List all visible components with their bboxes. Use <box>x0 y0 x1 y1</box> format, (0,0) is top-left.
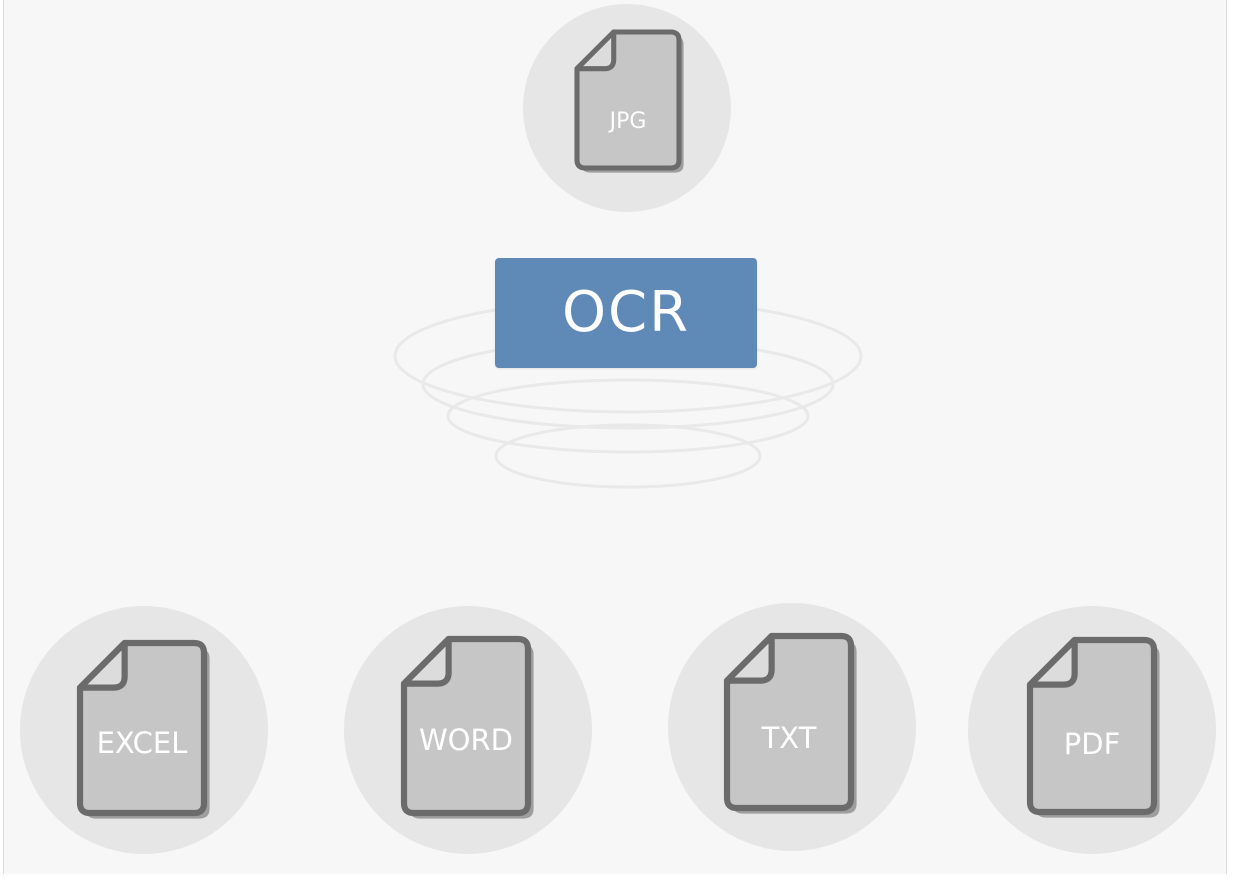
file-format-label: WORD <box>419 723 513 757</box>
file-format-label: PDF <box>1064 727 1121 761</box>
ripple-ring <box>446 378 810 454</box>
file-format-label: TXT <box>761 721 817 755</box>
document-corner-fold <box>400 635 452 687</box>
document-icon: PDF <box>1026 636 1160 818</box>
file-format-label: EXCEL <box>97 726 188 760</box>
source-file-node: JPG <box>523 4 731 212</box>
document-icon: JPG <box>574 29 684 173</box>
output-file-node-word: WORD <box>344 606 592 854</box>
document-corner-fold <box>723 632 775 684</box>
output-file-node-excel: EXCEL <box>20 606 268 854</box>
document-icon: WORD <box>400 635 534 819</box>
output-file-node-txt: TXT <box>668 603 916 851</box>
file-format-label: JPG <box>608 109 647 134</box>
document-corner-fold <box>1026 636 1078 688</box>
output-file-node-pdf: PDF <box>968 606 1216 854</box>
document-corner-fold <box>76 639 128 691</box>
ocr-label: OCR <box>561 280 691 345</box>
ocr-processor-box: OCR <box>495 258 757 368</box>
document-icon: TXT <box>723 632 857 814</box>
ripple-ring <box>494 423 762 489</box>
document-icon: EXCEL <box>76 639 210 819</box>
document-corner-fold <box>574 29 617 72</box>
